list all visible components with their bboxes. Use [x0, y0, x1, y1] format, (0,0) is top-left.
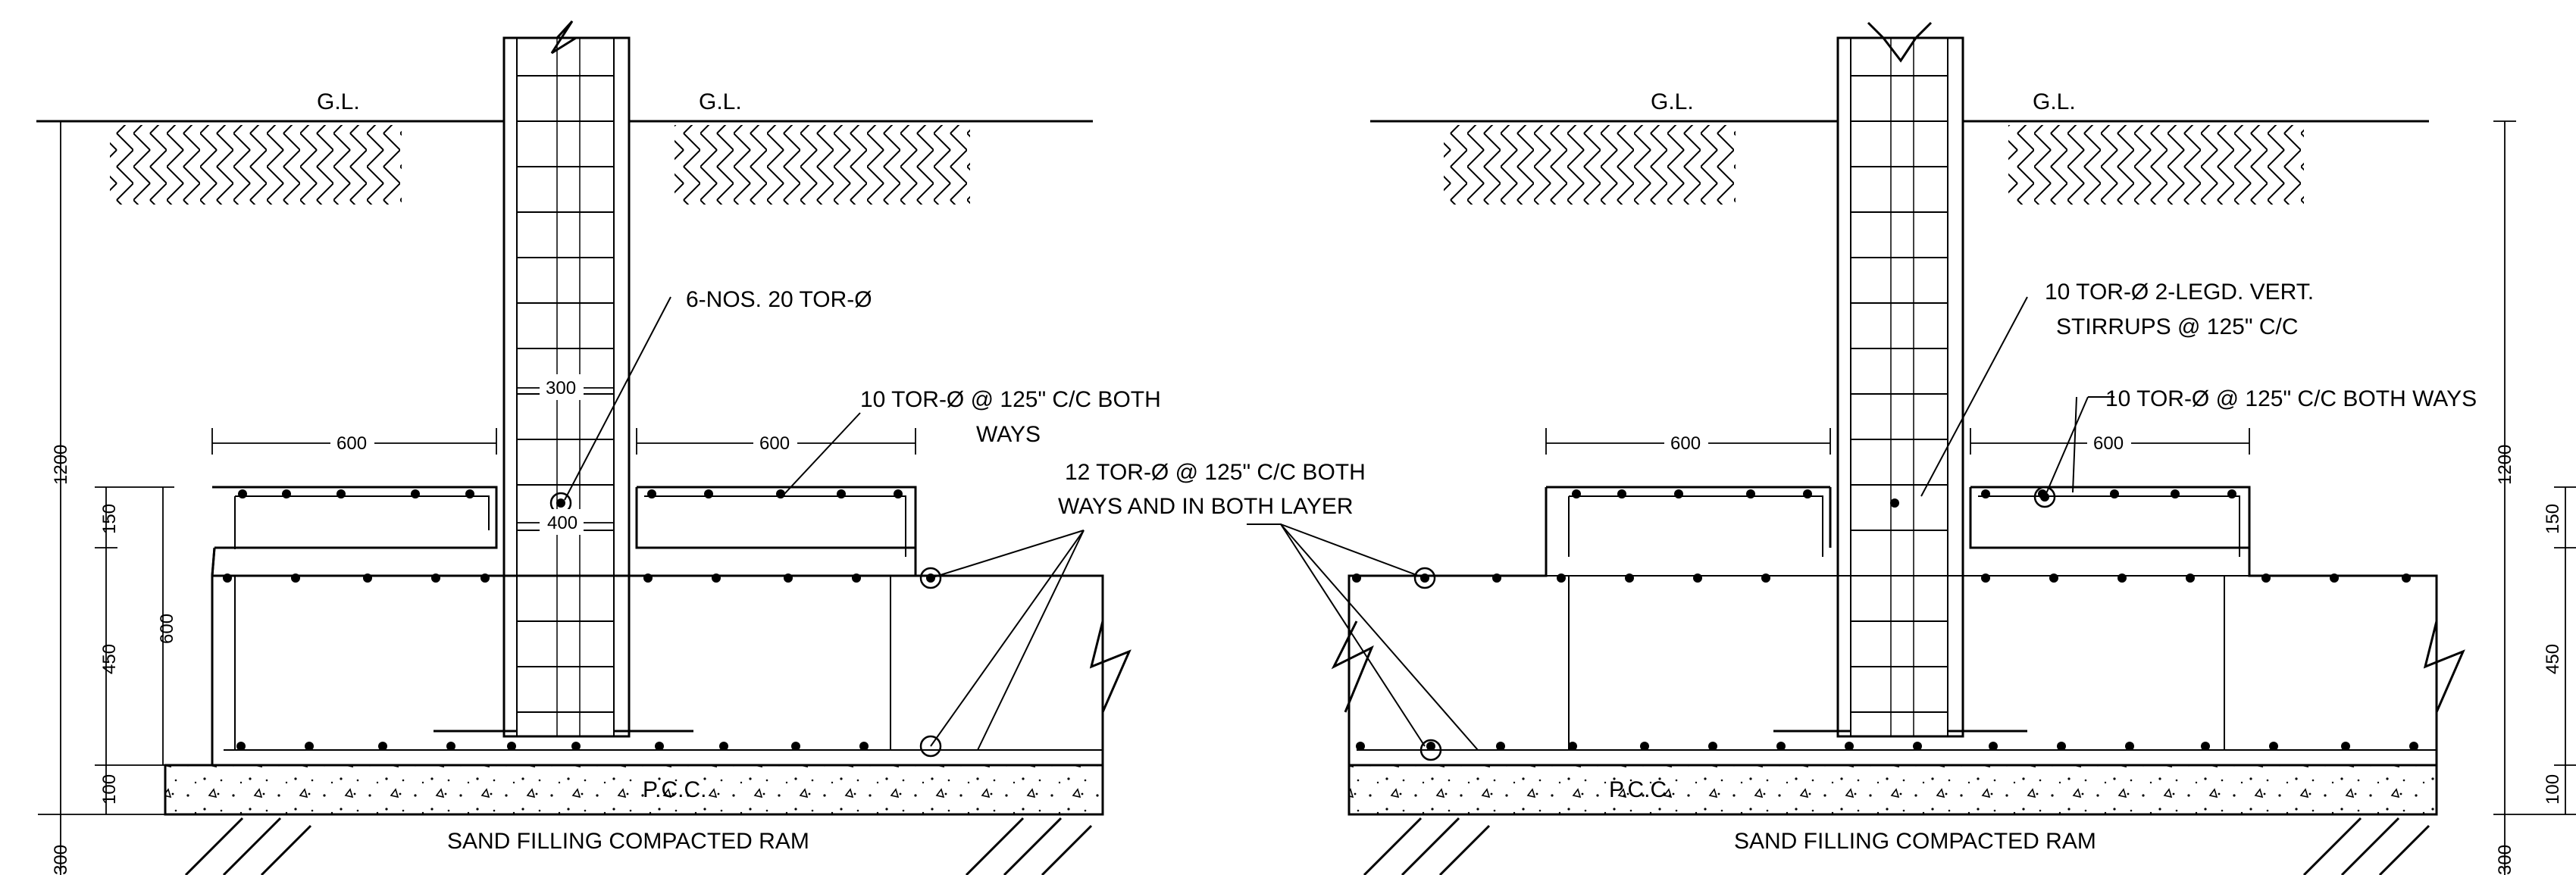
dim-150-right: 150: [2543, 504, 2563, 534]
dim-300-left: 300: [546, 378, 576, 398]
pcc-layer-right: [1347, 764, 2438, 816]
label-top-mesh-left-1: 10 TOR-Ø @ 125" C/C BOTH: [860, 387, 1161, 412]
soil-hatch-right-b: [2008, 125, 2304, 205]
soil-hatch-left-a: [110, 125, 402, 205]
leader-lines-right: [1920, 296, 2114, 498]
left-footing-section: G.L. G.L.: [36, 20, 1161, 875]
dim-300-left-vert: 300: [51, 845, 71, 875]
gl-label-right-1: G.L.: [1651, 89, 1694, 114]
pcc-label-left: P.C.C.: [643, 777, 706, 802]
sand-label-right: SAND FILLING COMPACTED RAM: [1734, 829, 2096, 854]
dim-300-right-vert: 300: [2495, 845, 2515, 875]
column-ties-left: [517, 75, 614, 713]
dim-1200-right: 1200: [2495, 445, 2515, 485]
dim-450-right: 450: [2543, 644, 2563, 674]
dim-100-right: 100: [2543, 774, 2563, 805]
dim-600-right-a: 600: [1670, 433, 1701, 454]
gl-label-right-2: G.L.: [2033, 89, 2076, 114]
dim-600-right-b: 600: [2093, 433, 2124, 454]
sand-label-left: SAND FILLING COMPACTED RAM: [447, 829, 809, 854]
column-ties-right: [1851, 75, 1948, 713]
dim-600-left-a: 600: [336, 433, 367, 454]
label-bottom-mesh-1: 12 TOR-Ø @ 125" C/C BOTH: [1065, 460, 1366, 485]
label-top-mesh-right: 10 TOR-Ø @ 125" C/C BOTH WAYS: [2105, 386, 2477, 411]
pcc-layer-left: [164, 764, 1104, 816]
soil-hatch-left-b: [675, 125, 970, 205]
sand-hatch-right: [1363, 817, 2430, 875]
label-bottom-mesh-2: WAYS AND IN BOTH LAYER: [1058, 494, 1354, 519]
right-footing-section: G.L. G.L.: [1331, 21, 2576, 875]
label-top-mesh-left-2: WAYS: [976, 422, 1041, 447]
dim-450-left: 450: [99, 644, 120, 674]
dim-1200-left: 1200: [51, 445, 71, 485]
dim-600-left-vert: 600: [157, 614, 177, 644]
label-column-bars: 6-NOS. 20 TOR-Ø: [686, 287, 872, 312]
soil-hatch-right-a: [1444, 125, 1736, 205]
label-stirrups-1: 10 TOR-Ø 2-LEGD. VERT.: [2045, 280, 2314, 305]
rebar-dots-right: [1352, 489, 2418, 751]
dim-100-left: 100: [99, 774, 120, 805]
dimension-lines-left: [38, 120, 916, 875]
dimension-lines-right: [1545, 120, 2576, 875]
gl-label-left-2: G.L.: [699, 89, 742, 114]
bottom-mesh-callout: 12 TOR-Ø @ 125" C/C BOTH WAYS AND IN BOT…: [1058, 460, 1479, 751]
pcc-label-right: P.C.C.: [1609, 777, 1673, 802]
leader-lines-left: [564, 296, 1085, 751]
dim-600-left-b: 600: [759, 433, 790, 454]
dim-150-left: 150: [99, 504, 120, 534]
sand-hatch-left: [184, 817, 1093, 875]
dim-400-left: 400: [547, 513, 577, 533]
gl-label-left-1: G.L.: [317, 89, 360, 114]
label-stirrups-2: STIRRUPS @ 125" C/C: [2056, 314, 2299, 339]
